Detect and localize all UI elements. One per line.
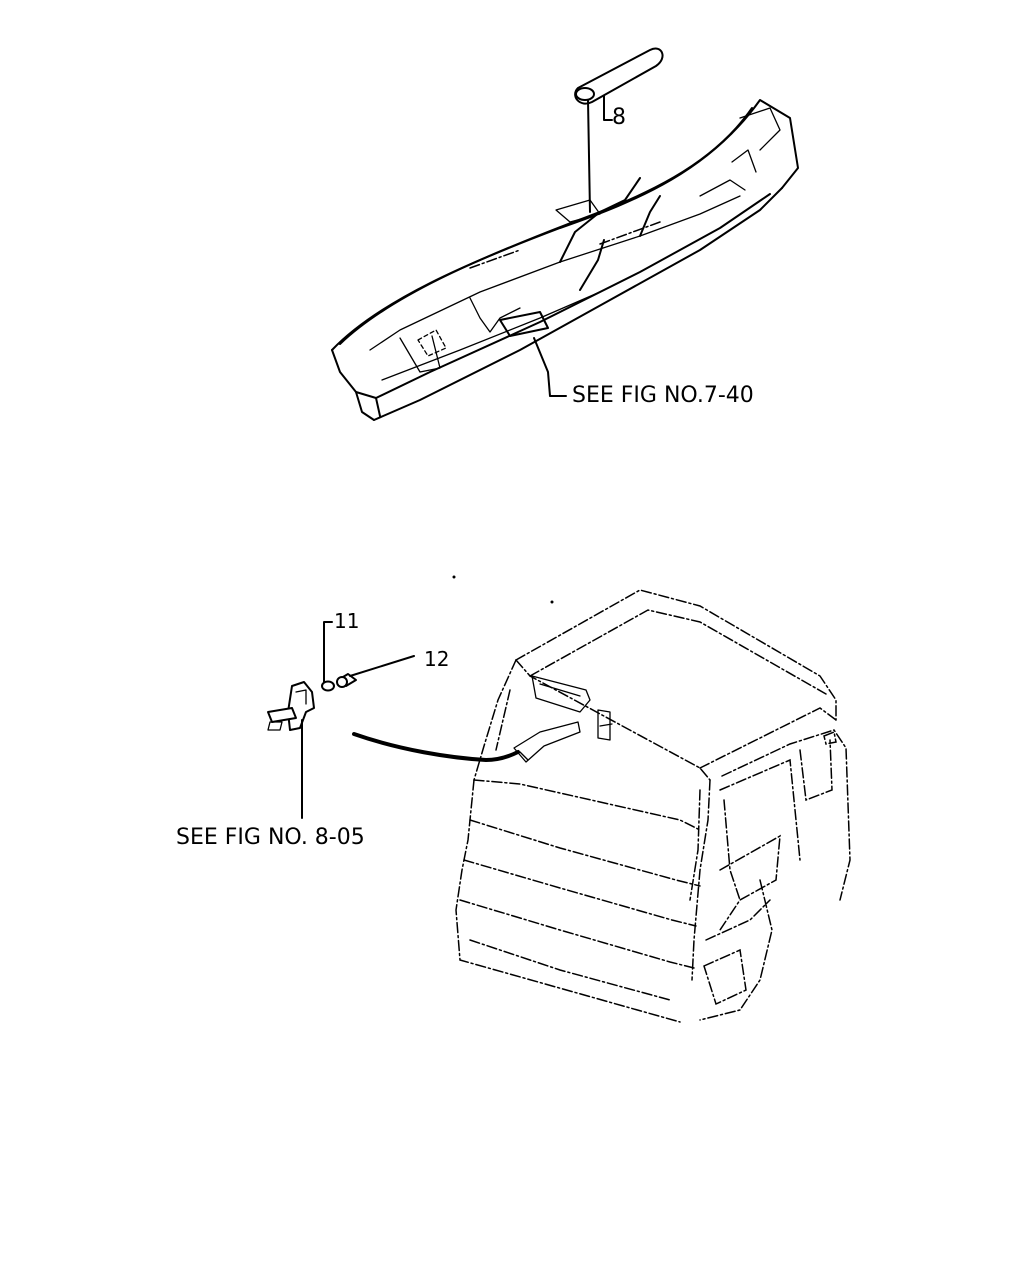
part-11-bush (321, 621, 335, 692)
part-12-knob (336, 655, 415, 688)
release-cable (352, 732, 520, 763)
label-part-12: 12 (424, 647, 449, 671)
ref-dashboard-text: SEE FIG NO.7-40 (572, 383, 754, 408)
label-part-8: 8 (612, 105, 626, 130)
leader-ref-dashboard (533, 337, 567, 397)
release-handle (267, 681, 315, 819)
label-part-11: 11 (334, 609, 359, 633)
stray-dot (452, 575, 456, 579)
ref-handle-text: SEE FIG NO. 8-05 (176, 825, 365, 850)
stray-dot (550, 600, 554, 604)
dashboard-assembly (331, 99, 799, 421)
truck-cab (455, 589, 851, 1023)
part-8-pad (574, 47, 664, 213)
